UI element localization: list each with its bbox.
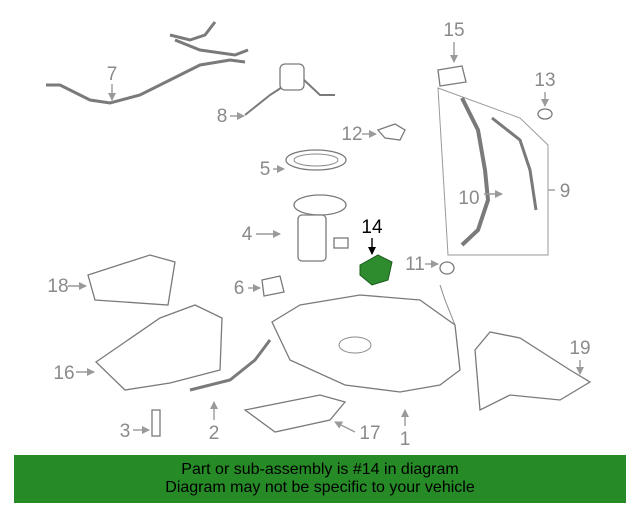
info-banner: Part or sub-assembly is #14 in diagram D… — [14, 455, 626, 503]
part-1-fuel-tank — [271, 284, 461, 393]
part-7-vapor-tube — [46, 21, 249, 105]
leader-17 — [334, 421, 356, 433]
part-14-highlighted — [359, 254, 393, 286]
part-4-fuel-pump-module — [293, 194, 349, 262]
callout-17: 17 — [359, 423, 380, 444]
callout-9: 9 — [560, 181, 571, 202]
part-12-bracket — [376, 123, 406, 141]
part-15-filler-cap — [437, 65, 467, 87]
part-3-bolt — [151, 409, 161, 437]
part-5-lock-ring — [285, 149, 347, 171]
callout-13: 13 — [534, 70, 555, 91]
callout-16: 16 — [53, 363, 74, 384]
part-2-tank-strap — [189, 339, 272, 392]
part-16-heat-shield — [94, 304, 223, 391]
part-8-pump-harness — [244, 63, 335, 116]
part-11-seal — [439, 261, 455, 275]
callout-14: 14 — [361, 217, 383, 238]
callout-8: 8 — [217, 106, 228, 127]
callout-7: 7 — [107, 64, 118, 85]
callout-12: 12 — [341, 124, 362, 145]
part-19-heat-shield — [474, 331, 592, 412]
callout-18: 18 — [47, 276, 68, 297]
part-18-heat-shield — [87, 254, 176, 306]
part-17-heat-shield — [243, 394, 347, 433]
callout-15: 15 — [443, 20, 464, 41]
callout-19: 19 — [569, 338, 590, 359]
banner-line-2: Diagram may not be specific to your vehi… — [165, 479, 475, 496]
callout-2: 2 — [209, 423, 220, 444]
callout-5: 5 — [260, 159, 271, 180]
callout-6: 6 — [234, 278, 245, 299]
parts-diagram: 7 8 12 15 13 9 10 11 5 — [46, 20, 592, 450]
part-9-filler-pipe-assembly — [437, 87, 549, 256]
callout-3: 3 — [120, 421, 131, 442]
callout-4: 4 — [242, 224, 253, 245]
callout-11: 11 — [405, 254, 425, 275]
callout-1: 1 — [400, 429, 411, 450]
callout-10: 10 — [458, 188, 479, 209]
banner-line-1: Part or sub-assembly is #14 in diagram — [181, 461, 459, 478]
part-6-clamp — [261, 275, 285, 297]
part-13-clip — [537, 108, 553, 120]
